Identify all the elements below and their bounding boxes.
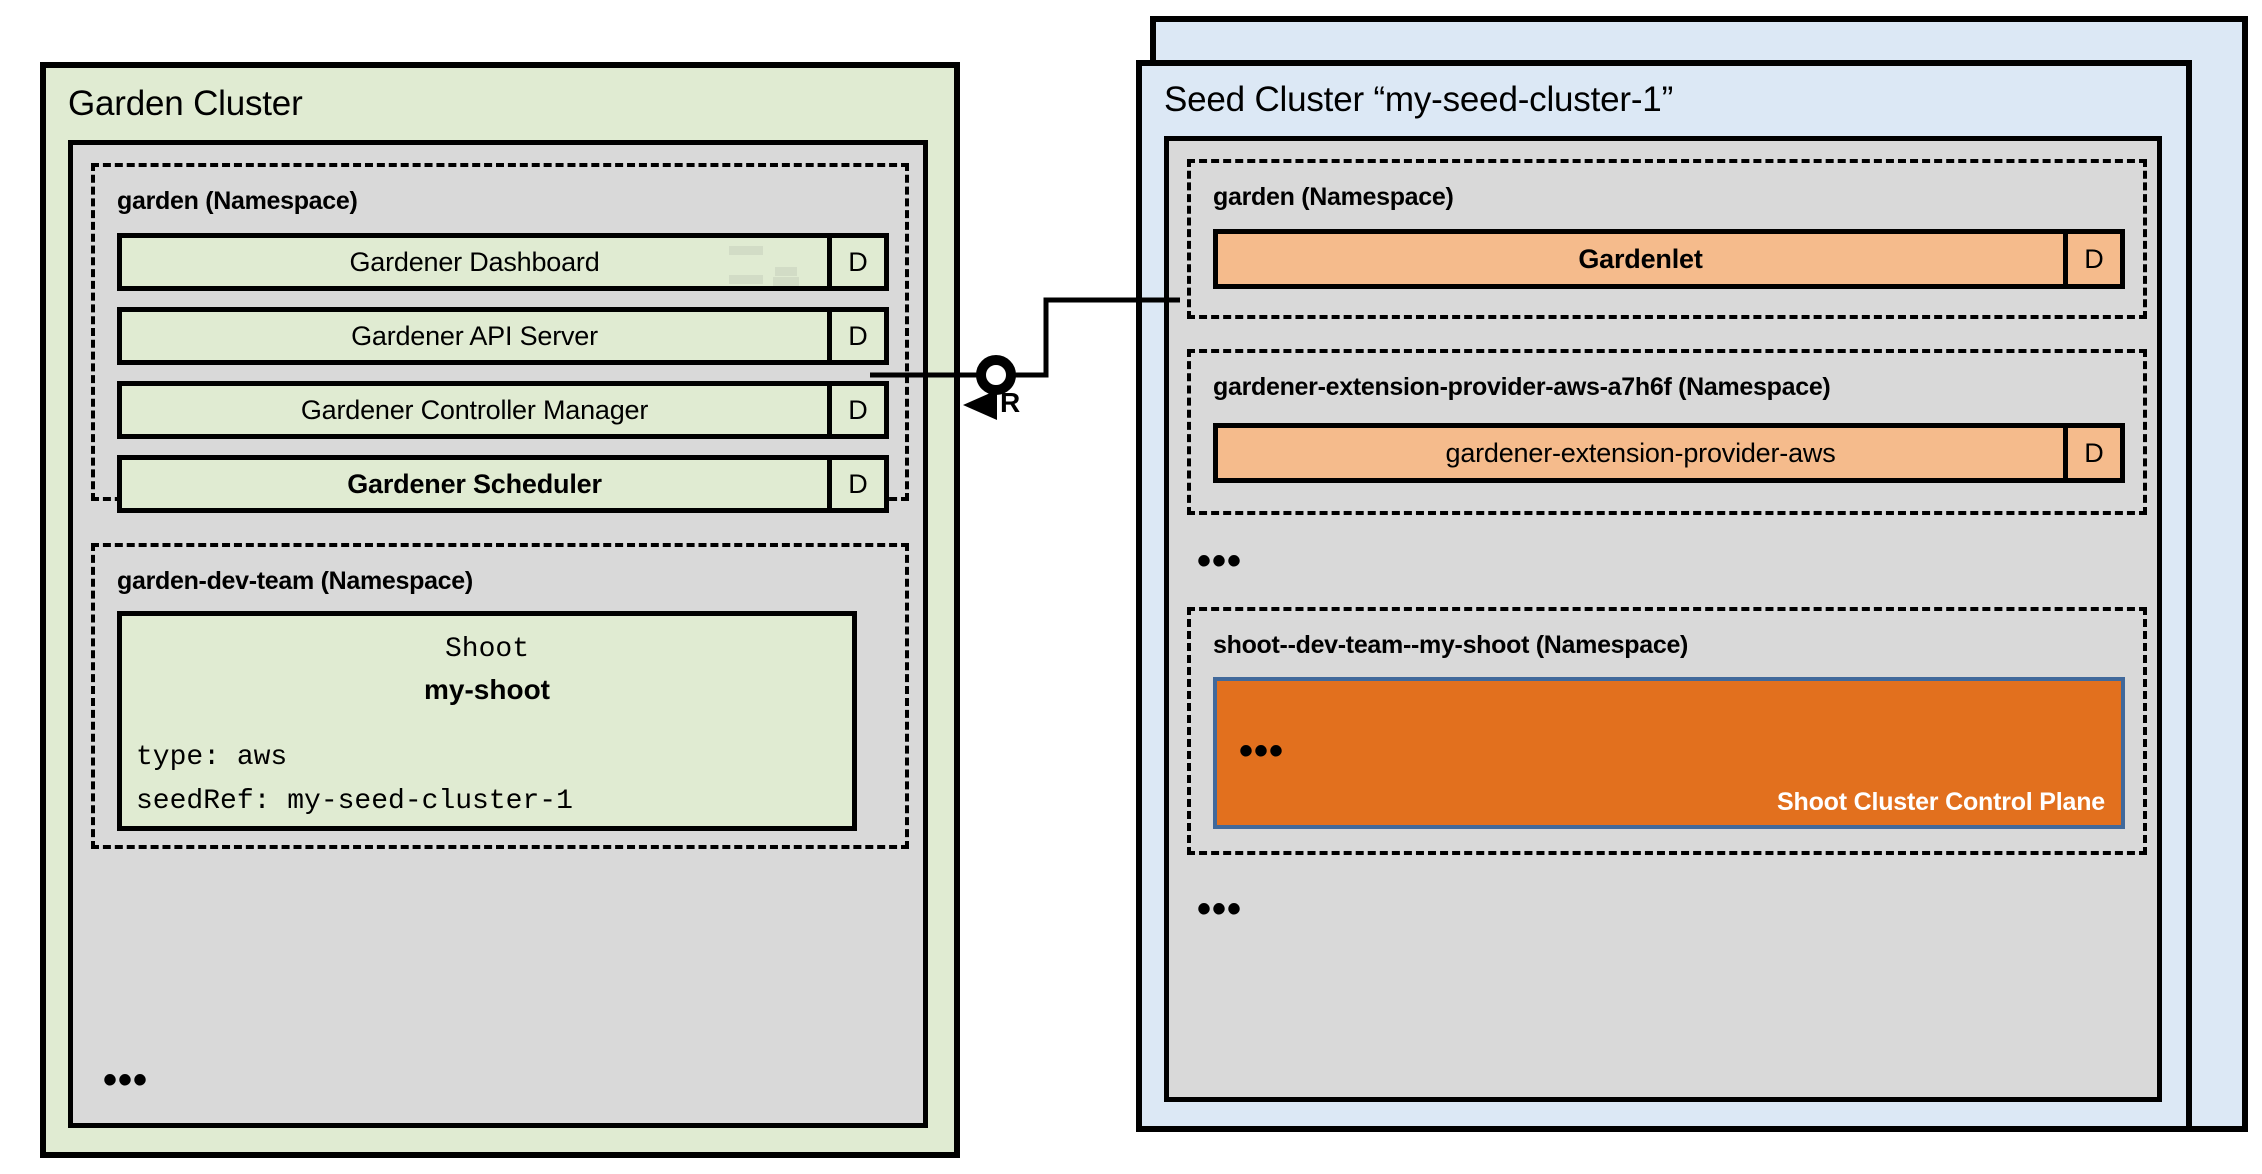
- shoot-resource-spec-seedref: seedRef: my-seed-cluster-1: [136, 786, 573, 817]
- component-gardener-dashboard-label: Gardener Dashboard: [349, 246, 600, 277]
- seed-cluster-more-indicator-bottom: •••: [1197, 887, 1243, 931]
- render-artifact: [775, 267, 797, 276]
- render-artifact: [729, 275, 763, 284]
- seed-cluster-box[interactable]: Seed Cluster “my-seed-cluster-1” garden …: [1136, 60, 2192, 1132]
- seed-cluster-more-indicator-mid: •••: [1197, 539, 1243, 583]
- shoot-cluster-control-plane-label: Shoot Cluster Control Plane: [1777, 788, 2105, 816]
- seed-cluster-body: garden (Namespace) Gardenlet D gardener-…: [1164, 136, 2162, 1102]
- render-artifact: [729, 246, 763, 255]
- seed-cluster-title: Seed Cluster “my-seed-cluster-1”: [1164, 80, 1674, 119]
- component-gardener-scheduler-label: Gardener Scheduler: [347, 468, 602, 499]
- namespace-shoot-dev-team-my-shoot[interactable]: shoot--dev-team--my-shoot (Namespace) ••…: [1187, 607, 2147, 855]
- component-gardenlet-label: Gardenlet: [1578, 243, 1703, 274]
- component-gardener-controller-manager[interactable]: Gardener Controller Manager D: [117, 381, 889, 439]
- component-gardener-extension-provider-aws-label: gardener-extension-provider-aws: [1445, 437, 1836, 468]
- deployment-badge: D: [2063, 234, 2120, 284]
- namespace-garden-dev-team-title: garden-dev-team (Namespace): [117, 567, 473, 595]
- component-gardener-dashboard[interactable]: Gardener Dashboard D: [117, 233, 889, 291]
- namespace-garden-dev-team[interactable]: garden-dev-team (Namespace) Shoot my-sho…: [91, 543, 909, 849]
- shoot-resource-name: my-shoot: [424, 674, 550, 705]
- component-gardener-api-server[interactable]: Gardener API Server D: [117, 307, 889, 365]
- connector-label-r: R: [1000, 387, 1020, 418]
- component-gardener-scheduler[interactable]: Gardener Scheduler D: [117, 455, 889, 513]
- deployment-badge: D: [827, 460, 884, 508]
- component-gardener-api-server-label: Gardener API Server: [351, 320, 598, 351]
- namespace-extension-provider-aws-title: gardener-extension-provider-aws-a7h6f (N…: [1213, 373, 1831, 401]
- namespace-seed-garden-title: garden (Namespace): [1213, 183, 1454, 211]
- garden-cluster-box[interactable]: Garden Cluster garden (Namespace) Garden…: [40, 62, 960, 1158]
- control-plane-more-indicator: •••: [1239, 729, 1285, 773]
- namespace-seed-garden[interactable]: garden (Namespace) Gardenlet D: [1187, 159, 2147, 319]
- shoot-resource-spec-type: type: aws: [136, 742, 288, 773]
- deployment-badge: D: [827, 238, 884, 286]
- deployment-badge: D: [827, 386, 884, 434]
- namespace-garden[interactable]: garden (Namespace) Gardener Dashboard D …: [91, 163, 909, 513]
- render-artifact: [773, 277, 799, 286]
- component-gardener-extension-provider-aws[interactable]: gardener-extension-provider-aws D: [1213, 423, 2125, 483]
- component-gardenlet[interactable]: Gardenlet D: [1213, 229, 2125, 289]
- garden-cluster-more-indicator: •••: [103, 1058, 149, 1102]
- garden-cluster-title: Garden Cluster: [68, 84, 303, 123]
- shoot-resource-card[interactable]: Shoot my-shoot type: aws seedRef: my-see…: [117, 611, 857, 831]
- connector-arrow-icon: [963, 390, 997, 420]
- namespace-shoot-dev-team-my-shoot-title: shoot--dev-team--my-shoot (Namespace): [1213, 631, 1689, 659]
- shoot-resource-kind: Shoot: [444, 634, 529, 665]
- deployment-badge: D: [2063, 428, 2120, 478]
- connector-socket-icon: [976, 355, 1016, 395]
- component-gardener-controller-manager-label: Gardener Controller Manager: [300, 394, 649, 425]
- garden-cluster-body: garden (Namespace) Gardener Dashboard D …: [68, 140, 928, 1128]
- shoot-cluster-control-plane[interactable]: ••• Shoot Cluster Control Plane: [1213, 677, 2125, 829]
- namespace-extension-provider-aws[interactable]: gardener-extension-provider-aws-a7h6f (N…: [1187, 349, 2147, 515]
- namespace-garden-title: garden (Namespace): [117, 187, 358, 215]
- deployment-badge: D: [827, 312, 884, 360]
